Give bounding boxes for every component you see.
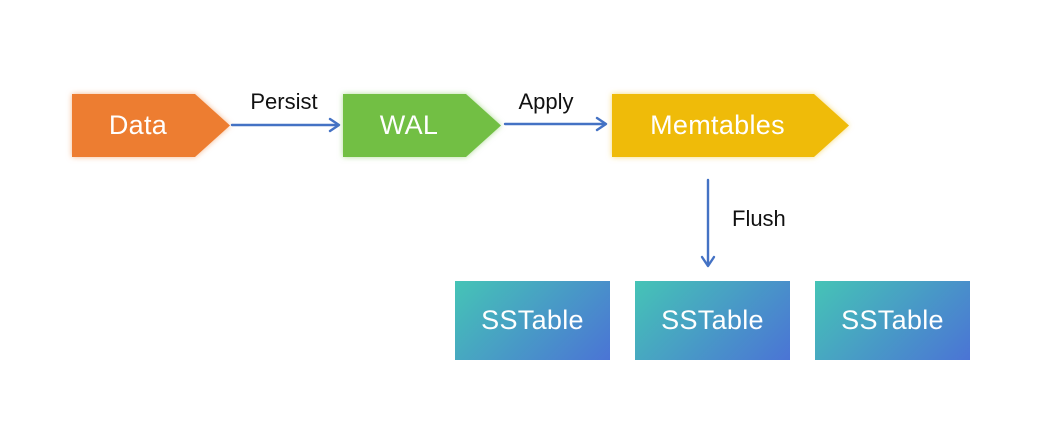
- node-wal: WAL: [343, 94, 501, 157]
- node-sstable-1-label: SSTable: [481, 305, 584, 335]
- pentagon-arrow-shape: WAL: [343, 94, 501, 157]
- arrow-apply-icon: [503, 116, 608, 132]
- node-data-label: Data: [108, 110, 168, 140]
- edge-label-flush: Flush: [732, 206, 786, 231]
- node-sstable-3: SSTable: [815, 281, 970, 360]
- arrow-persist-icon: [230, 117, 341, 133]
- edge-label-apply: Apply: [518, 89, 574, 114]
- node-sstable-3-label: SSTable: [841, 305, 944, 335]
- node-data: Data: [72, 94, 230, 157]
- node-memtables: Memtables: [612, 94, 849, 157]
- node-sstable-2-label: SSTable: [661, 305, 764, 335]
- pentagon-arrow-shape: Data: [72, 94, 230, 157]
- edge-label-persist: Persist: [250, 89, 318, 114]
- pentagon-arrow-shape: Memtables: [612, 94, 849, 157]
- node-sstable-2: SSTable: [635, 281, 790, 360]
- node-sstable-1: SSTable: [455, 281, 610, 360]
- node-memtables-label: Memtables: [650, 110, 785, 140]
- arrow-flush-icon: [700, 178, 716, 268]
- node-wal-label: WAL: [379, 110, 439, 140]
